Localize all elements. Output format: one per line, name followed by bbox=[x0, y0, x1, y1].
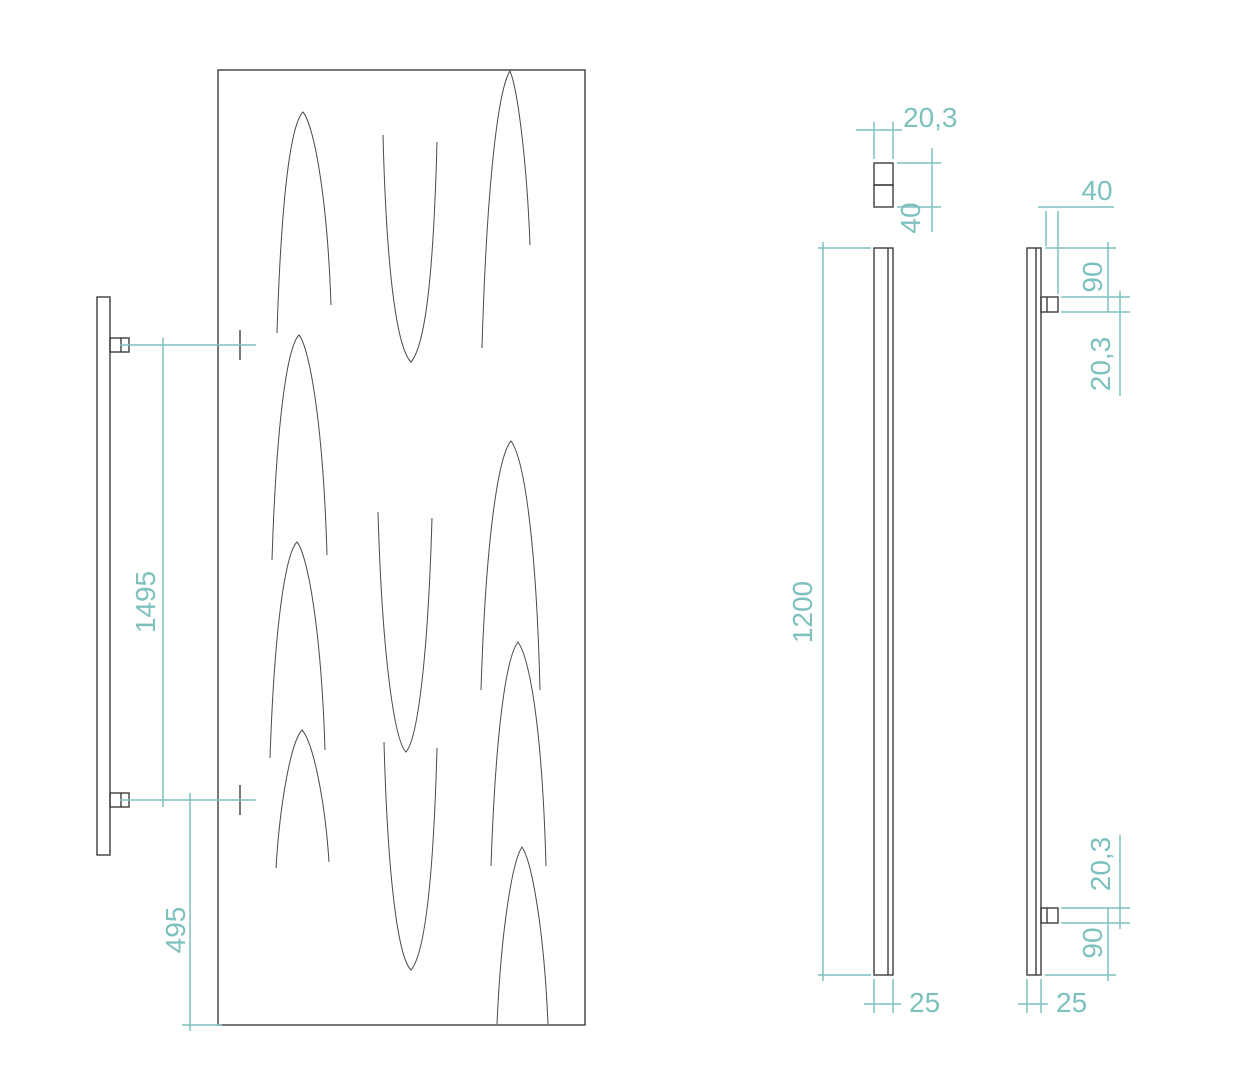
pattern-curve bbox=[276, 111, 332, 334]
dim-label-panel-depth: 25 bbox=[909, 987, 940, 1018]
bracket-detail-plate bbox=[873, 162, 894, 186]
profile-lower-bracket bbox=[1040, 907, 1059, 924]
pattern-curve bbox=[481, 69, 531, 349]
profile-dimensions bbox=[1018, 206, 1130, 1013]
pattern-curve bbox=[275, 729, 330, 869]
pattern-curve bbox=[382, 134, 438, 363]
side-view: 20,3 40 1200 25 bbox=[787, 102, 958, 1018]
front-view: 1495 495 bbox=[96, 69, 586, 1031]
dim-label-panel-depth: 25 bbox=[1056, 987, 1087, 1018]
profile-view: 40 90 20,3 20,3 90 25 bbox=[1018, 175, 1130, 1018]
dim-label-bottom-offset: 90 bbox=[1077, 927, 1108, 958]
dim-label-bottom-offset: 495 bbox=[160, 907, 191, 954]
pattern-curve bbox=[383, 741, 438, 971]
dim-label-bracket-depth: 20,3 bbox=[903, 102, 958, 133]
front-dimensions bbox=[120, 338, 256, 1031]
pattern-curve bbox=[496, 846, 549, 1025]
pattern-curve bbox=[377, 511, 433, 753]
wall-rail bbox=[96, 296, 111, 856]
side-dimensions bbox=[818, 122, 941, 1013]
dim-label-bottom-bracket-height: 20,3 bbox=[1085, 837, 1116, 892]
side-panel-outline bbox=[873, 247, 894, 976]
dim-label-mount-spacing: 1495 bbox=[130, 571, 161, 633]
dim-label-top-offset: 90 bbox=[1077, 261, 1108, 292]
dim-label-bracket-height: 40 bbox=[895, 202, 926, 233]
pattern-curves bbox=[269, 69, 549, 1025]
pattern-curve bbox=[271, 334, 328, 561]
profile-upper-bracket bbox=[1040, 296, 1059, 313]
pattern-curve bbox=[269, 541, 326, 759]
pattern-curve bbox=[480, 440, 541, 691]
dim-label-top-bracket-height: 20,3 bbox=[1085, 337, 1116, 392]
pattern-curve bbox=[490, 641, 547, 867]
panel-outline bbox=[217, 69, 586, 1026]
dim-label-panel-height: 1200 bbox=[787, 581, 818, 643]
profile-panel-outline bbox=[1026, 247, 1042, 976]
bracket-detail-stem bbox=[873, 184, 894, 208]
dim-label-top-width: 40 bbox=[1081, 175, 1112, 206]
